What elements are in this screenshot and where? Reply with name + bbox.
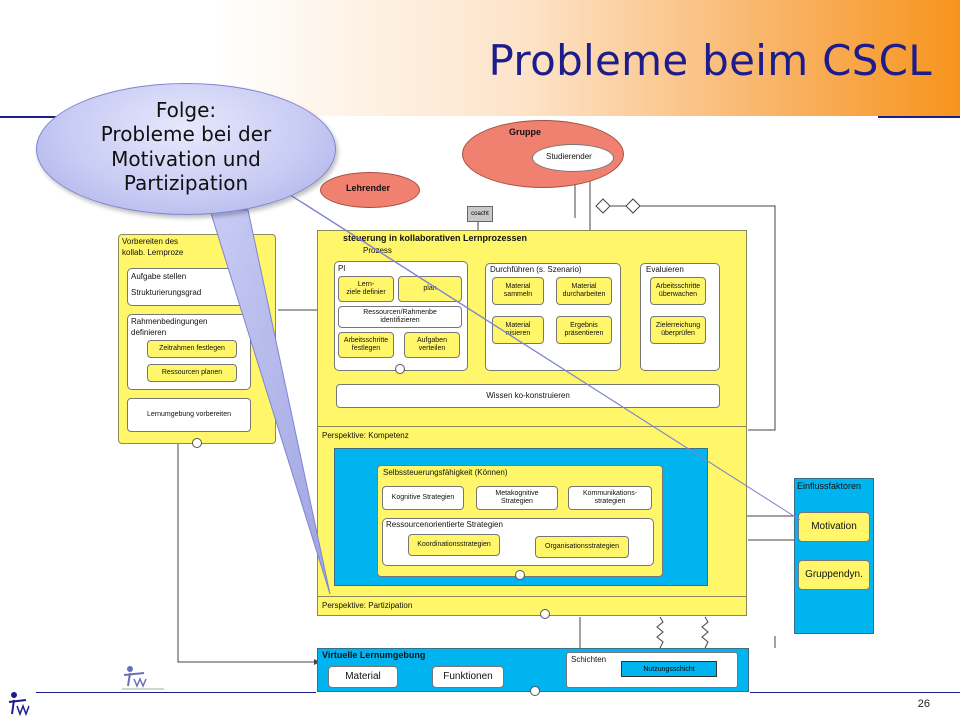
footer-rule-right — [750, 692, 960, 693]
arbeitsschritte-ueberwachen-line-2: überwachen — [658, 291, 698, 298]
ergebnis-chip: Ergebnis präsentieren — [556, 316, 612, 344]
virtuelle-port — [530, 686, 540, 696]
perspektive-partizipation-label: Perspektive: Partizipation — [322, 601, 413, 610]
footer-logo-icon — [6, 690, 32, 717]
callout-line-3: Motivation und — [111, 146, 261, 171]
ressourcen-identifizieren-chip: Ressourcen/Rahmenbe identifizieren — [338, 306, 462, 328]
ressourcen-identifizieren-line-1: Ressourcen/Rahmenbe — [363, 308, 437, 316]
diagram-logo-icon — [120, 664, 166, 692]
studierender-ellipse — [532, 144, 614, 172]
metakognitive-chip: Metakognitive Strategien — [476, 486, 558, 510]
studierender-label: Studierender — [546, 152, 592, 161]
aufgaben-verteilen-line-1: Aufgaben — [417, 336, 447, 344]
rahmen-label-1: Rahmenbedingungen — [131, 317, 208, 326]
material-organisieren-line-1: Material — [505, 321, 531, 329]
callout-text: Folge: Probleme bei der Motivation und P… — [56, 98, 316, 196]
ressourcen-identifizieren-line-2: identifizieren — [380, 317, 420, 324]
kognitive-chip: Kognitive Strategien — [382, 486, 464, 510]
arbeitsschritte-festlegen-line-1: Arbeitsschritte — [343, 336, 389, 344]
strukturierungsgrad-label: Strukturierungsgrad — [131, 288, 202, 297]
selbststeuerung-label: Selbssteuerungsfähigkeit (Können) — [383, 468, 508, 477]
slide-number: 26 — [917, 698, 930, 710]
material-sammeln-line-2: sammeln — [503, 291, 533, 298]
ressourcen-planen-chip: Ressourcen planen — [147, 364, 237, 382]
steuerung-title: steuerung in kollaborativen Lernprozesse… — [343, 233, 528, 243]
slide-title: Probleme beim CSCL — [488, 36, 932, 85]
aufgaben-verteilen-line-2: verteilen — [418, 345, 446, 352]
aufgabe-label: Aufgabe stellen — [131, 272, 187, 281]
material-durcharbeiten-line-2: durcharbeiten — [562, 291, 606, 298]
material-sammeln-line-1: Material — [505, 282, 531, 290]
motivation-chip: Motivation — [798, 512, 870, 542]
evaluieren-label: Evaluieren — [646, 265, 684, 274]
kommunikation-chip: Kommunikations- strategien — [568, 486, 652, 510]
callout-line-1: Folge: — [155, 98, 217, 122]
arbeitsschritte-ueberwachen-line-1: Arbeitsschritte — [655, 282, 701, 290]
koordination-chip: Koordinationsstrategien — [408, 534, 500, 556]
virtuelle-label: Virtuelle Lernumgebung — [322, 650, 426, 660]
gruppendyn-chip: Gruppendyn. — [798, 560, 870, 590]
callout-line-4: Partizipation — [123, 171, 249, 196]
ressourcenorientierte-label: Ressourcenorientierte Strategien — [386, 520, 503, 529]
zeitrahmen-chip: Zeitrahmen festlegen — [147, 340, 237, 358]
metakognitive-line-2: Strategien — [501, 498, 533, 505]
wissen-bar: Wissen ko-konstruieren — [336, 384, 720, 408]
header-rule-right — [878, 116, 960, 118]
lernziele-line-2: ziele definier — [346, 289, 386, 296]
coach-tag: coacht — [467, 206, 493, 222]
schichten-label: Schichten — [571, 655, 607, 664]
material-organisieren-line-2: nisieren — [505, 330, 531, 337]
einflussfaktoren-block — [794, 478, 874, 634]
zielerreichung-chip: Zielerreichung überprüfen — [650, 316, 706, 344]
material-sammeln-chip: Material sammeln — [492, 277, 544, 305]
lernziele-line-1: Lern- — [357, 280, 375, 288]
arbeitsschritte-festlegen-chip: Arbeitsschritte festlegen — [338, 332, 394, 358]
aufgaben-verteilen-chip: Aufgaben verteilen — [404, 332, 460, 358]
durchfuehren-label: Durchführen (s. Szenario) — [490, 265, 582, 274]
selbststeuerung-port — [515, 570, 525, 580]
perspektive-kompetenz-label: Perspektive: Kompetenz — [322, 431, 409, 440]
lernumgebung-chip: Lernumgebung vorbereiten — [127, 398, 251, 432]
material-durcharbeiten-line-1: Material — [571, 282, 597, 290]
perspektive-divider-2 — [317, 596, 747, 597]
gruppe-label: Gruppe — [509, 127, 542, 137]
vorbereiten-port — [192, 438, 202, 448]
organisation-chip: Organisationsstrategien — [535, 536, 629, 558]
lernziele-chip: Lern- ziele definier — [338, 276, 394, 302]
zielerreichung-line-2: überprüfen — [661, 330, 695, 337]
callout-balloon — [36, 83, 336, 215]
zielerreichung-line-1: Zielerreichung — [655, 321, 701, 329]
header-rule-left — [0, 116, 70, 118]
material-durcharbeiten-chip: Material durcharbeiten — [556, 277, 612, 305]
kommunikation-line-2: strategien — [594, 498, 626, 505]
nutzungsschicht-chip: Nutzungsschicht — [621, 661, 717, 677]
funktionen-chip: Funktionen — [432, 666, 504, 688]
metakognitive-line-1: Metakognitive — [495, 489, 539, 497]
perspektive-divider-1 — [317, 426, 747, 427]
kommunikation-line-1: Kommunikations- — [582, 489, 638, 497]
planen-label: Pl — [338, 264, 346, 273]
callout-line-2: Probleme bei der — [100, 122, 272, 147]
material-organisieren-chip: Material nisieren — [492, 316, 544, 344]
vorbereiten-title-2: kollab. Lernproze — [122, 248, 184, 257]
arbeitsschritte-ueberwachen-chip: Arbeitsschritte überwachen — [650, 277, 706, 305]
partizipation-port — [540, 609, 550, 619]
vorbereiten-title-1: Vorbereiten des — [122, 237, 179, 246]
ergebnis-line-1: Ergebnis — [570, 321, 598, 329]
footer-rule-left — [36, 692, 316, 693]
ergebnis-line-2: präsentieren — [564, 330, 604, 337]
lehrender-label: Lehrender — [346, 183, 391, 193]
material-chip: Material — [328, 666, 398, 688]
lehrender-ellipse — [320, 172, 420, 208]
arbeitsschritte-festlegen-line-2: festlegen — [351, 345, 381, 352]
prozess-port — [395, 364, 405, 374]
rahmen-label-2: definieren — [131, 328, 167, 337]
einflussfaktoren-label: Einflussfaktoren — [797, 481, 862, 491]
